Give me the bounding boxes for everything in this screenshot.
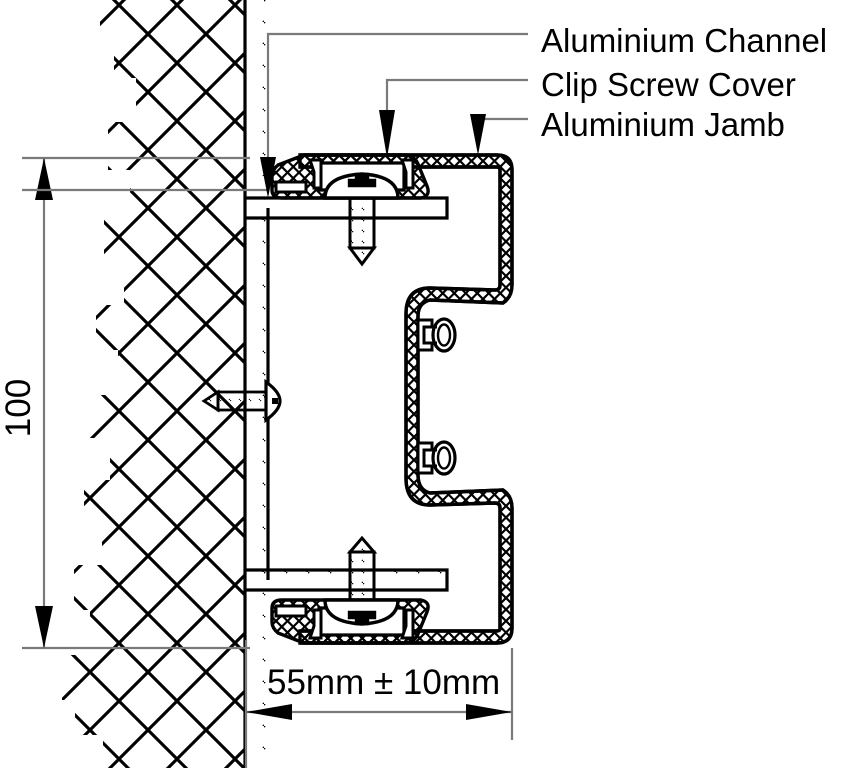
arrowhead-channel [260, 157, 276, 198]
arrowhead-right [466, 704, 512, 720]
arrowhead-clip-cover [379, 110, 395, 158]
sill-liner-plate [245, 568, 449, 592]
callout-label-clip-screw-cover: Clip Screw Cover [541, 66, 796, 103]
callout-aluminium-channel: Aluminium Channel [22, 22, 827, 198]
arrowhead-down [35, 606, 53, 648]
callout-aluminium-jamb: Aluminium Jamb [470, 106, 785, 155]
screw-port-upper [416, 317, 457, 353]
clip-screw-cover-bottom [323, 598, 400, 626]
fixing-screw-wall [201, 378, 282, 424]
callout-label-aluminium-jamb: Aluminium Jamb [541, 106, 785, 143]
callout-label-aluminium-channel: Aluminium Channel [541, 22, 827, 59]
fixing-screw-bottom [346, 535, 378, 602]
arrowhead-up [35, 158, 53, 200]
clip-screw-cover-top [323, 172, 400, 200]
masonry-wall [62, 0, 247, 768]
depth-dimension-value: 55mm ± 10mm [267, 663, 500, 702]
arrowhead-jamb [470, 114, 486, 155]
fixing-screw-top [347, 196, 377, 267]
depth-dimension: 55mm ± 10mm [244, 640, 514, 768]
callout-clip-screw-cover: Clip Screw Cover [379, 66, 796, 158]
height-dimension-value: 100 [0, 379, 38, 437]
screw-port-lower [416, 440, 457, 476]
arrowhead-left [246, 704, 292, 720]
head-liner-plate [245, 196, 449, 220]
